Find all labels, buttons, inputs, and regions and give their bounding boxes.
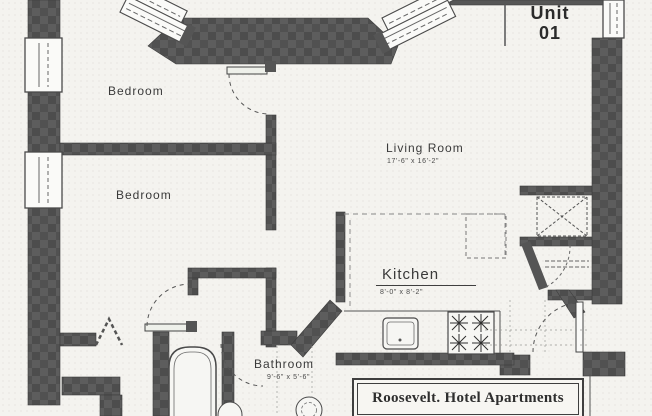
door-arc-icon-bathroom — [220, 343, 264, 387]
stove-icon — [447, 311, 495, 355]
closet-shelf-dashes — [545, 260, 589, 268]
room-dimensions-kitchen: 8'-0" x 8'-2" — [380, 289, 424, 296]
unit-badge-number: 01 — [538, 23, 562, 43]
room-label-kitchen: Kitchen — [376, 266, 476, 286]
pedestal-sink-icon — [295, 396, 323, 416]
room-label-bathroom: Bathroom — [254, 357, 315, 371]
room-label-living-room: Living Room — [386, 141, 464, 155]
kitchen-sink-icon — [382, 317, 419, 350]
bay-window-icon-left — [113, 0, 197, 47]
toilet-icon — [217, 401, 243, 416]
title-block-text: Roosevelt. Hotel Apartments — [357, 383, 579, 415]
upper-cabinet-dashes — [344, 213, 506, 306]
refrigerator-dashed-box — [465, 213, 507, 259]
door-icon-bedroom-1 — [226, 61, 276, 115]
bathtub-icon — [168, 346, 217, 416]
title-block: Roosevelt. Hotel Apartments — [352, 378, 584, 416]
room-label-bedroom-2: Bedroom — [116, 188, 172, 202]
shaft-x-box-icon — [536, 196, 588, 237]
door-icon-entry — [532, 301, 584, 353]
kitchen-counter — [344, 310, 501, 353]
bifold-door-icon — [94, 316, 124, 346]
interior-walls — [59, 114, 593, 416]
window-icon-left-1 — [24, 37, 63, 93]
unit-number-badge: Unit 01 — [514, 3, 586, 43]
unit-badge-word: Unit — [530, 3, 570, 23]
misc-lines — [504, 2, 591, 416]
window-icon-top-right — [602, 0, 625, 39]
walkway-grid-lines — [276, 300, 590, 416]
room-dimensions-bathroom: 9'-6" x 5'-6" — [267, 374, 311, 381]
exterior-walls — [27, 0, 626, 416]
window-icon-left-2 — [24, 151, 63, 209]
door-icon-hallway — [144, 283, 197, 332]
room-label-bedroom-1: Bedroom — [108, 84, 164, 98]
bay-window-icon-right — [373, 0, 466, 54]
door-icon-closet — [521, 241, 571, 290]
room-dimensions-living-room: 17'-6" x 16'-2" — [387, 158, 440, 165]
